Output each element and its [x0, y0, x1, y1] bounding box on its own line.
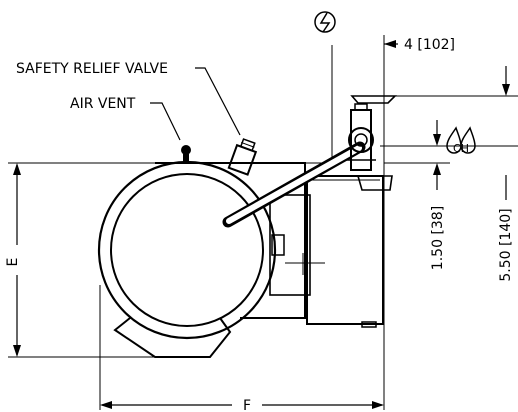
- dimension-f: F: [100, 398, 384, 412]
- dimension-f-label: F: [243, 398, 251, 412]
- air-vent-leader: [150, 102, 181, 141]
- water-symbol: CH: [446, 126, 476, 155]
- valve-bottom-handle: [356, 175, 393, 191]
- dimension-5-50-label: 5.50 [140]: [498, 208, 514, 281]
- water-symbol-label: CH: [453, 142, 469, 155]
- dimension-top: 4 [102]: [384, 37, 455, 53]
- supply-pipe: [222, 141, 366, 228]
- air-vent-label: AIR VENT: [70, 96, 136, 112]
- water-drop-icon: [446, 126, 462, 154]
- dimension-5-50: 5.50 [140]: [498, 66, 514, 282]
- valve-top-handle: [350, 95, 397, 104]
- air-vent-fitting: [181, 145, 191, 162]
- dimension-e: E: [5, 163, 21, 357]
- safety-relief-valve-fitting: [227, 138, 258, 176]
- valve-assembly: [346, 95, 397, 191]
- dimension-e-label: E: [5, 258, 21, 267]
- safety-relief-valve-leader: [195, 67, 241, 136]
- water-drop-icon-2: [460, 126, 476, 154]
- dimension-1-50: 1.50 [38]: [430, 120, 446, 270]
- boiler-rear-housing: [306, 175, 384, 328]
- dimension-1-50-label: 1.50 [38]: [430, 206, 446, 270]
- safety-relief-valve-label: SAFETY RELIEF VALVE: [16, 61, 168, 77]
- dimension-top-label: 4 [102]: [404, 37, 455, 53]
- electric-symbol: [314, 11, 336, 33]
- boiler-cylinder: [97, 160, 277, 358]
- cylinder-stand: [113, 317, 232, 358]
- lightning-icon: [319, 12, 331, 33]
